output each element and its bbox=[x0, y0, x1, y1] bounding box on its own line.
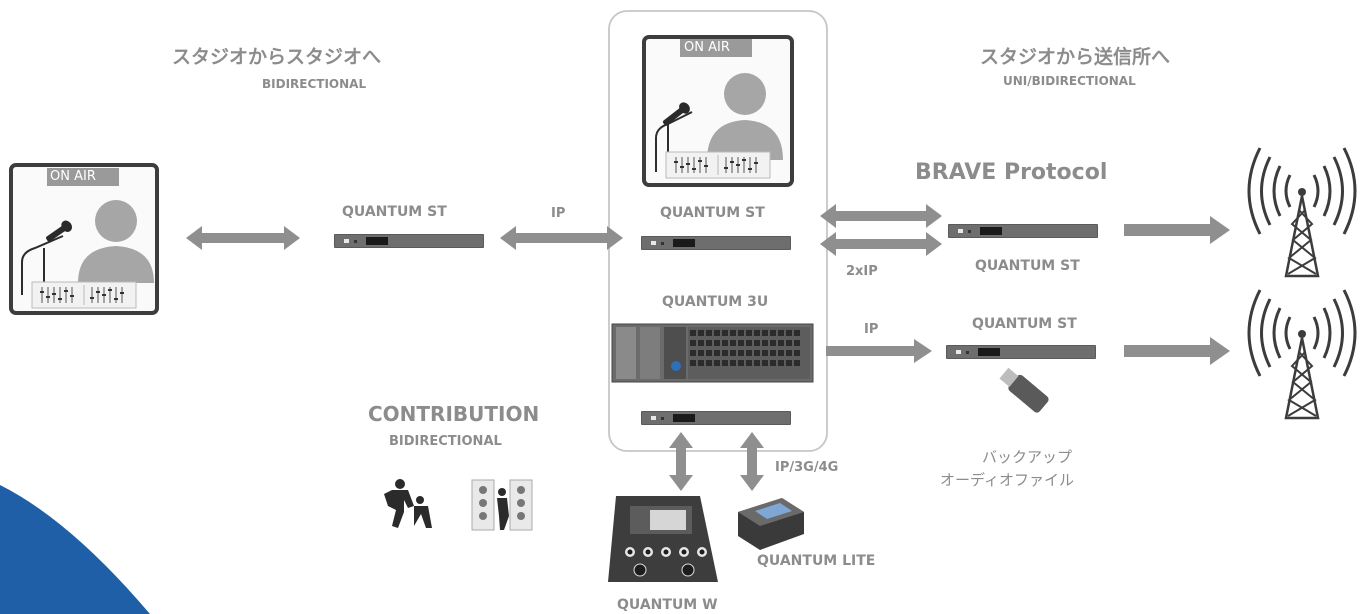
backup-label-line2: オーディオファイル bbox=[940, 471, 1074, 489]
quantum-st-right-top-device bbox=[948, 224, 1098, 238]
quantum-w-device bbox=[608, 496, 718, 582]
arrow-2xip-top bbox=[820, 204, 942, 228]
arrows bbox=[186, 204, 1230, 491]
quantum-3u-device bbox=[611, 323, 814, 383]
quantum-st-right-bottom-device bbox=[946, 345, 1096, 359]
ip-left-label: IP bbox=[551, 206, 566, 221]
contribution-athletes-icon bbox=[384, 479, 432, 528]
ip-right-label: IP bbox=[864, 322, 879, 337]
arrow-2xip-bottom bbox=[820, 232, 942, 256]
left-studio-illustration bbox=[9, 163, 159, 315]
quantum-st-right-top-label: QUANTUM ST bbox=[975, 258, 1080, 274]
quantum-w-label: QUANTUM W bbox=[617, 597, 718, 613]
studio-to-tx-title: スタジオから送信所へ bbox=[980, 46, 1171, 68]
arrow-tower-top bbox=[1124, 216, 1230, 244]
quantum-st-right-bottom-label: QUANTUM ST bbox=[972, 316, 1077, 332]
arrow-quantum-lite bbox=[740, 432, 764, 491]
arrow-ip-right bbox=[826, 339, 932, 363]
quantum-st-center-device bbox=[641, 236, 791, 250]
backup-label-line1: バックアップ bbox=[982, 448, 1073, 466]
contribution-title: CONTRIBUTION bbox=[368, 402, 540, 426]
studio-to-tx-subtitle: UNI/BIDIRECTIONAL bbox=[1003, 74, 1136, 88]
arrow-quantum-w bbox=[669, 432, 693, 491]
blue-corner-accent bbox=[0, 485, 150, 614]
arrow-tower-bottom bbox=[1124, 337, 1230, 365]
contribution-concert-icon bbox=[471, 479, 533, 531]
on-air-center: ON AIR bbox=[684, 40, 730, 55]
quantum-st-center-label: QUANTUM ST bbox=[660, 205, 765, 221]
studio-to-studio-title: スタジオからスタジオへ bbox=[172, 46, 382, 68]
quantum-st-bottom-device bbox=[641, 411, 791, 425]
usb-stick-icon bbox=[999, 367, 1049, 413]
quantum-lite-label: QUANTUM LITE bbox=[757, 553, 876, 569]
center-studio-illustration bbox=[642, 35, 794, 187]
quantum-3u-label: QUANTUM 3U bbox=[662, 294, 769, 310]
contribution-subtitle: BIDIRECTIONAL bbox=[389, 434, 502, 449]
brave-protocol-title: BRAVE Protocol bbox=[915, 160, 1108, 185]
two-ip-label: 2xIP bbox=[846, 264, 878, 279]
tower-top-icon bbox=[1247, 147, 1357, 278]
ip-3g-4g-label: IP/3G/4G bbox=[775, 460, 839, 475]
quantum-lite-device bbox=[738, 498, 804, 550]
studio-to-studio-subtitle: BIDIRECTIONAL bbox=[262, 77, 367, 91]
arrow-studio-left bbox=[186, 226, 300, 250]
on-air-left: ON AIR bbox=[50, 169, 96, 184]
quantum-st-left-device bbox=[334, 234, 484, 248]
arrow-ip-left bbox=[500, 226, 623, 250]
tower-bottom-icon bbox=[1247, 289, 1357, 420]
quantum-st-left-label: QUANTUM ST bbox=[342, 204, 447, 220]
